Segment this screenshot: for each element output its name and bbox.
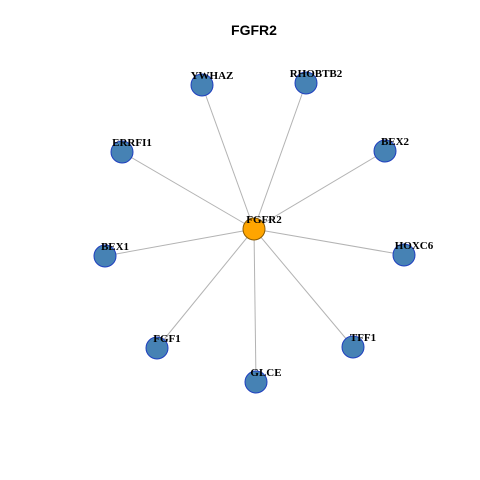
node-tff1[interactable] bbox=[341, 335, 365, 359]
edge-fgfr2-ywhaz bbox=[201, 84, 255, 230]
node-bex2[interactable] bbox=[373, 139, 397, 163]
edge-fgfr2-bex2 bbox=[253, 150, 386, 230]
node-errfi1[interactable] bbox=[110, 140, 134, 164]
edge-fgfr2-glce bbox=[253, 228, 257, 383]
diagram-title: FGFR2 bbox=[231, 22, 277, 38]
edge-fgfr2-errfi1 bbox=[121, 151, 255, 230]
edge-layer bbox=[104, 82, 405, 383]
node-label-bex1: BEX1 bbox=[101, 241, 129, 253]
node-label-errfi1: ERRFI1 bbox=[112, 137, 152, 149]
edge-fgfr2-hoxc6 bbox=[253, 228, 405, 256]
node-glce[interactable] bbox=[244, 370, 268, 394]
node-fgfr2[interactable] bbox=[242, 217, 266, 241]
node-label-rhobtb2: RHOBTB2 bbox=[290, 68, 343, 80]
edge-fgfr2-fgf1 bbox=[156, 228, 255, 349]
node-fgf1[interactable] bbox=[145, 336, 169, 360]
node-ywhaz[interactable] bbox=[190, 73, 214, 97]
edge-fgfr2-rhobtb2 bbox=[253, 82, 307, 230]
node-label-glce: GLCE bbox=[250, 367, 281, 379]
node-layer bbox=[93, 71, 416, 394]
node-label-fgfr2: FGFR2 bbox=[246, 214, 282, 226]
node-label-tff1: TFF1 bbox=[350, 332, 376, 344]
edge-fgfr2-tff1 bbox=[253, 228, 354, 348]
node-label-hoxc6: HOXC6 bbox=[395, 240, 434, 252]
node-rhobtb2[interactable] bbox=[294, 71, 318, 95]
node-hoxc6[interactable] bbox=[392, 243, 416, 267]
node-label-ywhaz: YWHAZ bbox=[191, 70, 234, 82]
node-label-bex2: BEX2 bbox=[381, 136, 410, 148]
node-label-fgf1: FGF1 bbox=[153, 333, 181, 345]
edge-fgfr2-bex1 bbox=[104, 228, 255, 257]
node-bex1[interactable] bbox=[93, 244, 117, 268]
